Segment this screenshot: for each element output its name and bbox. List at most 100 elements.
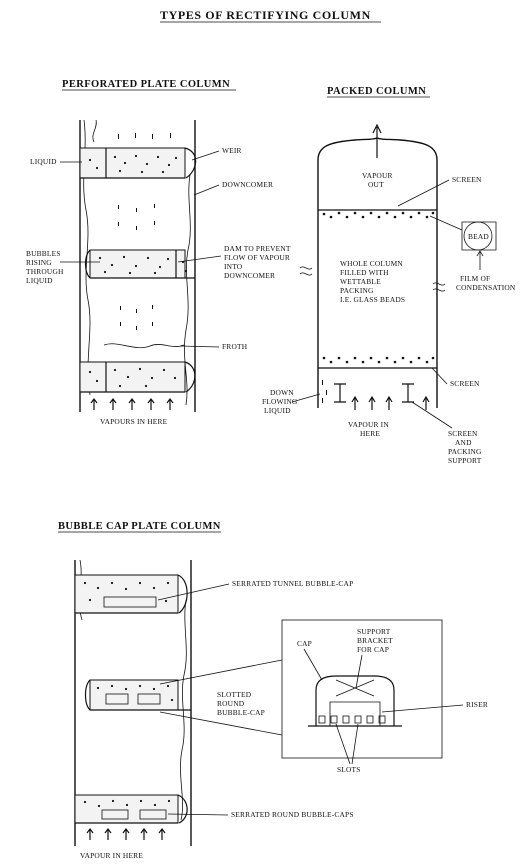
packed-vapour-arrows bbox=[351, 395, 430, 410]
label-whole-column-3: WETTABLE bbox=[340, 277, 381, 286]
label-slotted-round-1: SLOTTED bbox=[217, 690, 252, 699]
label-bubbles-2: RISING bbox=[26, 258, 52, 267]
slotted-cap-b bbox=[137, 693, 161, 705]
bubblecap-heading: BUBBLE CAP PLATE COLUMN bbox=[58, 521, 221, 532]
label-support-bracket-1: SUPPORT bbox=[357, 627, 391, 636]
label-downcomer: DOWNCOMER bbox=[222, 180, 273, 189]
label-vapours-in-here: VAPOURS IN HERE bbox=[100, 417, 168, 426]
slotted-cap-a bbox=[105, 693, 129, 705]
perforated-wall-film-top bbox=[92, 119, 97, 143]
label-whole-column-4: PACKING bbox=[340, 286, 374, 295]
packed-heading: PACKED COLUMN bbox=[327, 86, 426, 97]
label-vapour-out-1: VAPOUR bbox=[362, 171, 393, 180]
serrated-round-cap-b bbox=[139, 809, 167, 820]
leader-slots-a bbox=[335, 723, 351, 765]
bubblecap-bubbles-3 bbox=[83, 799, 171, 808]
perforated-plate-3-liquid bbox=[79, 361, 186, 393]
label-film-2: CONDENSATION bbox=[456, 283, 516, 292]
label-dam-3: INTO bbox=[224, 262, 243, 271]
label-screen-bottom: SCREEN bbox=[450, 379, 480, 388]
label-down-flowing-3: LIQUID bbox=[264, 406, 291, 415]
label-vapour-in-1: VAPOUR IN bbox=[348, 420, 389, 429]
bubblecap-weir-1 bbox=[177, 574, 188, 614]
label-screen-top: SCREEN bbox=[452, 175, 482, 184]
label-down-flowing-2: FLOWING bbox=[262, 397, 298, 406]
packed-support-left bbox=[334, 383, 346, 403]
label-vapour-in-2: HERE bbox=[360, 429, 380, 438]
packed-break-right bbox=[432, 282, 446, 292]
perforated-weir-3 bbox=[184, 361, 196, 393]
label-support-3: PACKING bbox=[448, 447, 482, 456]
label-froth: FROTH bbox=[222, 342, 248, 351]
label-support-4: SUPPORT bbox=[448, 456, 482, 465]
packed-column: PACKED COLUMN VAPOUR OUT WHOLE COLUMN FI… bbox=[262, 86, 516, 465]
serrated-round-cap-a bbox=[101, 809, 129, 820]
leader-froth bbox=[179, 345, 220, 348]
leader-dam bbox=[177, 255, 222, 263]
bubblecap-weir-2 bbox=[84, 679, 91, 711]
perforated-vapour-dots-lower bbox=[120, 305, 153, 330]
bubblecap-bubbles-2 bbox=[96, 684, 174, 702]
leader-weir bbox=[191, 150, 220, 161]
label-film-1: FILM OF bbox=[460, 274, 490, 283]
label-bubbles-4: LIQUID bbox=[26, 276, 53, 285]
label-slotted-round-3: BUBBLE-CAP bbox=[217, 708, 265, 717]
detail-connector-top bbox=[159, 659, 283, 685]
packed-dome bbox=[317, 137, 438, 161]
label-whole-column-5: I.E. GLASS BEADS bbox=[340, 295, 405, 304]
label-bubblecap-vapour-in: VAPOUR IN HERE bbox=[80, 851, 143, 860]
perforated-vapour-arrows bbox=[90, 398, 174, 410]
label-weir: WEIR bbox=[222, 146, 242, 155]
leader-down-flowing bbox=[291, 393, 321, 403]
label-vapour-out-2: OUT bbox=[368, 180, 384, 189]
detail-slots bbox=[318, 715, 386, 724]
perforated-plate-2-liquid bbox=[89, 249, 186, 279]
label-bubbles-3: THROUGH bbox=[26, 267, 64, 276]
packed-break-left bbox=[299, 266, 313, 276]
perforated-bubbles-2 bbox=[98, 255, 188, 275]
label-dam-2: FLOW OF VAPOUR bbox=[224, 253, 290, 262]
leader-bead bbox=[429, 215, 463, 231]
perforated-vapour-dots-mid bbox=[118, 204, 155, 230]
leader-screen-bottom bbox=[431, 367, 448, 385]
label-bead: BEAD bbox=[468, 232, 489, 241]
label-serrated-tunnel: SERRATED TUNNEL BUBBLE-CAP bbox=[232, 579, 353, 588]
packed-top-beads bbox=[322, 211, 435, 219]
bubblecap-plate-3-liquid bbox=[74, 794, 179, 824]
packed-support-right bbox=[402, 383, 414, 403]
label-down-flowing-1: DOWN bbox=[270, 388, 294, 397]
packed-down-flow bbox=[322, 380, 327, 403]
bubblecap-weir-3 bbox=[177, 794, 188, 824]
label-support-bracket-3: FOR CAP bbox=[357, 645, 389, 654]
label-whole-column-2: FILLED WITH bbox=[340, 268, 389, 277]
leader-screen-top bbox=[397, 179, 450, 207]
label-riser: RISER bbox=[466, 700, 488, 709]
film-arrow bbox=[476, 250, 484, 270]
perforated-heading: PERFORATED PLATE COLUMN bbox=[62, 79, 230, 90]
bubblecap-wall-film-right bbox=[180, 599, 187, 821]
leader-support-bracket bbox=[355, 654, 363, 689]
detail-connector-bottom bbox=[159, 711, 283, 736]
label-slotted-round-2: ROUND bbox=[217, 699, 245, 708]
perforated-froth bbox=[103, 343, 185, 349]
label-bubbles-1: BUBBLES bbox=[26, 249, 61, 258]
bubble-cap-detail-box bbox=[281, 619, 443, 759]
perforated-bubbles-1 bbox=[88, 154, 178, 174]
label-cap: CAP bbox=[297, 639, 312, 648]
perforated-bubbles-3 bbox=[88, 367, 177, 388]
bubblecap-bubbles-1 bbox=[83, 581, 170, 603]
leader-cap bbox=[303, 648, 323, 681]
detail-support-bracket bbox=[335, 679, 375, 697]
label-support-1: SCREEN bbox=[448, 429, 478, 438]
perforated-wall-film-right bbox=[184, 174, 191, 406]
serrated-tunnel-cap bbox=[103, 596, 157, 608]
page-title: TYPES OF RECTIFYING COLUMN bbox=[160, 8, 371, 22]
bubblecap-plate-2-liquid bbox=[89, 679, 179, 711]
packed-bottom-beads bbox=[322, 356, 435, 364]
bead-callout-box bbox=[461, 221, 497, 251]
detail-cap bbox=[315, 675, 395, 726]
label-support-bracket-2: BRACKET bbox=[357, 636, 393, 645]
perforated-vapour-dots-top bbox=[118, 133, 171, 139]
label-dam-4: DOWNCOMER bbox=[224, 271, 275, 280]
